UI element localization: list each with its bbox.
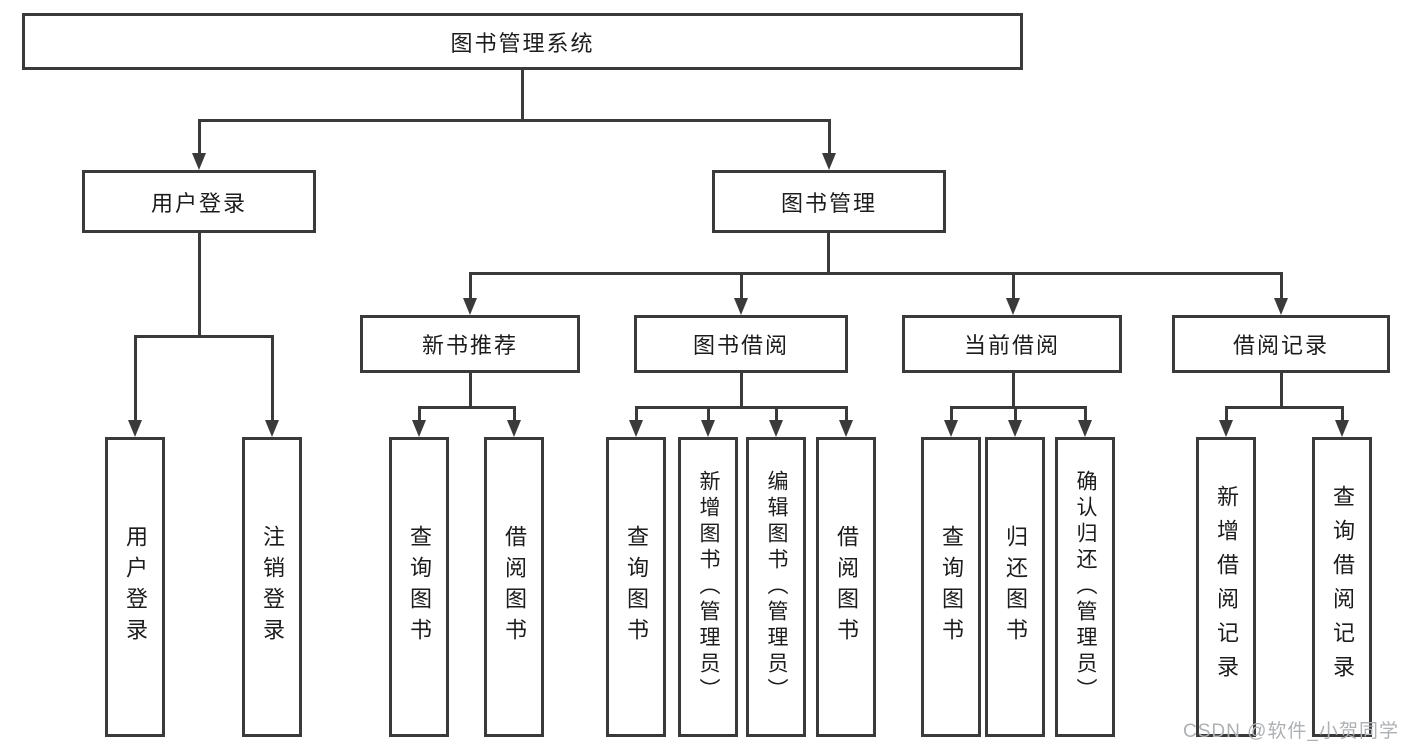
node-new-book-recommend-label: 新书推荐 [421,333,518,358]
connector-line [740,272,743,300]
connector-line [1225,406,1228,422]
node-current-borrow: 当前借阅 [902,315,1122,373]
arrow-down-icon [839,420,853,437]
arrow-down-icon [1274,298,1288,315]
node-user-login-label: 用户登录 [150,190,247,216]
node-user-login: 用户登录 [82,170,316,233]
connector-line [134,335,137,422]
connector-line [775,406,778,422]
connector-line [827,233,830,275]
connector-line [1012,272,1015,300]
connector-line [198,119,831,122]
leaf-add-book-admin-label: 新增图书（管理员） [697,470,720,704]
connector-line [271,335,274,422]
leaf-return-book: 归还图书 [985,437,1045,737]
leaf-borrow-book-2: 借阅图书 [816,437,876,737]
arrow-down-icon [1008,420,1022,437]
arrow-down-icon [701,420,715,437]
leaf-borrow-book-1: 借阅图书 [484,437,544,737]
connector-line [707,406,710,422]
leaf-query-book-1-label: 查询图书 [407,525,432,649]
node-current-borrow-label: 当前借阅 [963,333,1060,358]
leaf-user-login-label: 用户登录 [123,525,148,649]
connector-line [828,119,831,155]
connector-line [740,373,743,408]
connector-line [198,119,201,155]
arrow-down-icon [192,153,206,170]
connector-line [134,335,274,338]
connector-line [521,70,524,122]
connector-line [845,406,848,422]
arrow-down-icon [769,420,783,437]
connector-line [469,272,1283,275]
arrow-down-icon [128,420,142,437]
node-borrow-records-label: 借阅记录 [1232,333,1329,358]
connector-line [469,272,472,300]
connector-line [1014,406,1017,422]
connector-line [198,233,201,338]
arrow-down-icon [1078,420,1092,437]
node-root: 图书管理系统 [22,13,1023,70]
leaf-query-borrow-record-label: 查询借阅记录 [1330,485,1355,689]
arrow-down-icon [1219,420,1233,437]
connector-line [950,406,953,422]
leaf-logout: 注销登录 [242,437,302,737]
leaf-add-book-admin: 新增图书（管理员） [678,437,738,737]
node-new-book-recommend: 新书推荐 [360,315,580,373]
arrow-down-icon [1006,298,1020,315]
leaf-query-book-2: 查询图书 [606,437,666,737]
arrow-down-icon [463,298,477,315]
leaf-query-book-3: 查询图书 [921,437,981,737]
connector-line [950,406,1086,409]
connector-line [1225,406,1343,409]
node-book-management: 图书管理 [712,170,946,233]
arrow-down-icon [822,153,836,170]
connector-line [635,406,638,422]
node-book-borrow: 图书借阅 [634,315,848,373]
leaf-borrow-book-2-label: 借阅图书 [834,525,859,649]
arrow-down-icon [734,298,748,315]
leaf-add-borrow-record-label: 新增借阅记录 [1214,485,1239,689]
connector-line [1012,373,1015,408]
arrow-down-icon [412,420,426,437]
connector-line [418,406,421,422]
leaf-query-book-3-label: 查询图书 [939,525,964,649]
leaf-edit-book-admin-label: 编辑图书（管理员） [765,470,788,704]
arrow-down-icon [1335,420,1349,437]
csdn-watermark: CSDN @软件_小贺同学 [1183,721,1399,742]
leaf-query-book-1: 查询图书 [389,437,449,737]
arrow-down-icon [265,420,279,437]
connector-line [1084,406,1087,422]
connector-line [513,406,516,422]
connector-line [635,406,847,409]
connector-line [1280,272,1283,300]
connector-line [1280,373,1283,408]
arrow-down-icon [944,420,958,437]
arrow-down-icon [629,420,643,437]
connector-line [418,406,516,409]
node-book-borrow-label: 图书借阅 [692,333,789,358]
leaf-borrow-book-1-label: 借阅图书 [502,525,527,649]
node-book-management-label: 图书管理 [780,190,877,216]
node-root-label: 图书管理系统 [450,30,595,56]
connector-line [1341,406,1344,422]
arrow-down-icon [507,420,521,437]
leaf-edit-book-admin: 编辑图书（管理员） [746,437,806,737]
leaf-return-book-label: 归还图书 [1003,525,1028,649]
leaf-query-borrow-record: 查询借阅记录 [1312,437,1372,737]
leaf-add-borrow-record: 新增借阅记录 [1196,437,1256,737]
leaf-user-login: 用户登录 [105,437,165,737]
leaf-confirm-return-admin: 确认归还（管理员） [1055,437,1115,737]
leaf-logout-label: 注销登录 [260,525,285,649]
connector-line [469,373,472,408]
node-borrow-records: 借阅记录 [1172,315,1390,373]
leaf-confirm-return-admin-label: 确认归还（管理员） [1074,470,1097,704]
leaf-query-book-2-label: 查询图书 [624,525,649,649]
